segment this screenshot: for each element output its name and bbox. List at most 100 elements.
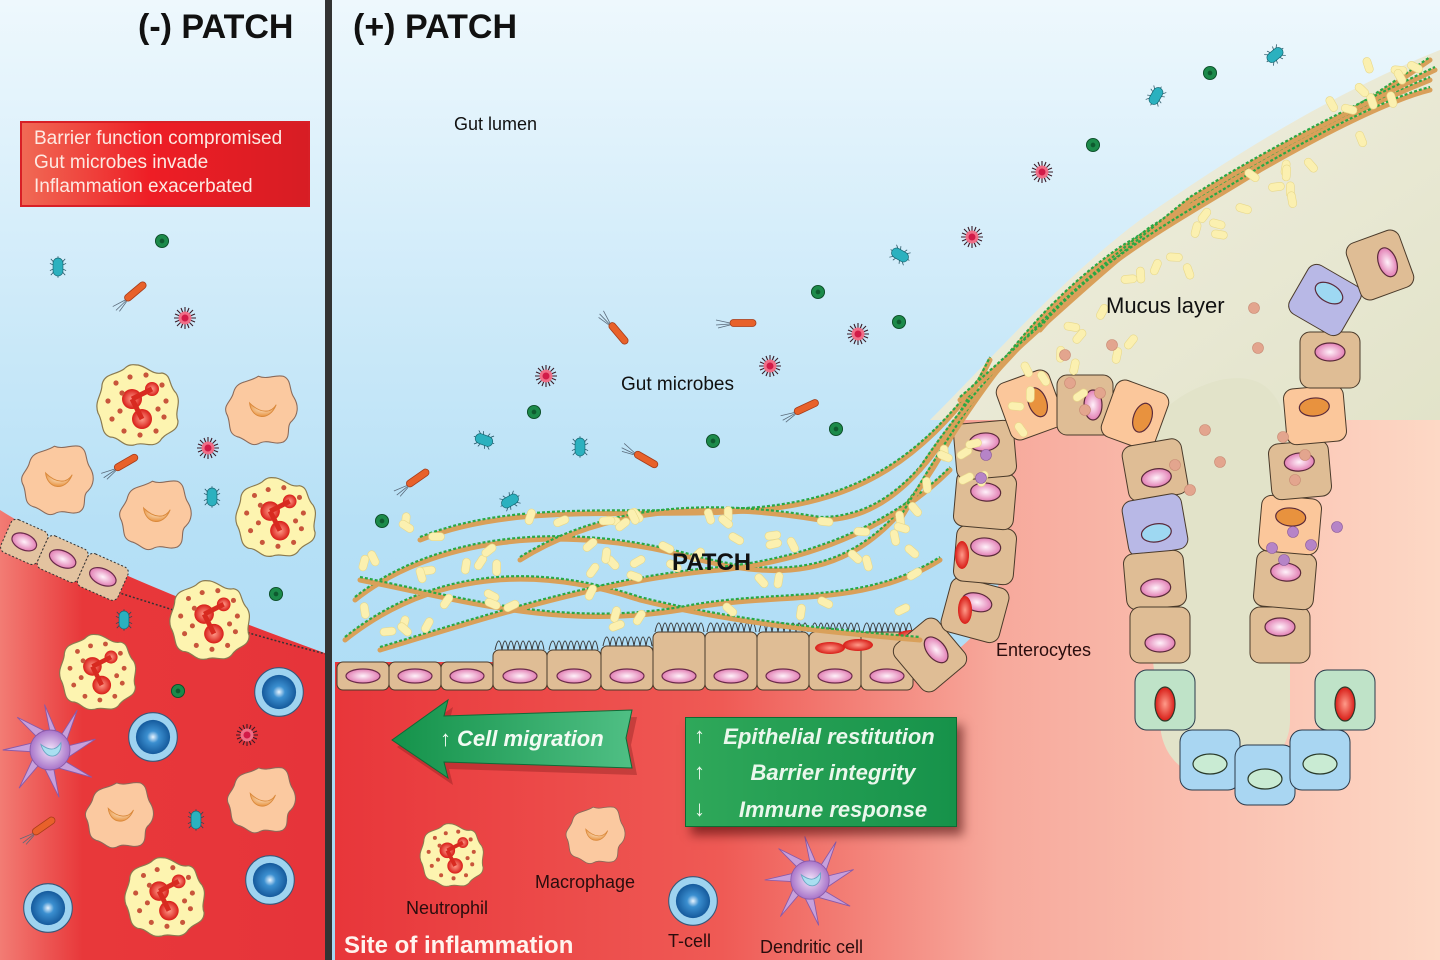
patch-particle bbox=[582, 538, 598, 552]
patch-particle bbox=[1287, 191, 1298, 208]
patch-particle bbox=[632, 609, 646, 626]
t-cell bbox=[668, 876, 718, 926]
patch-particle bbox=[492, 559, 501, 577]
crypt-cell bbox=[1345, 229, 1415, 301]
patch-particle bbox=[906, 567, 923, 581]
macrophage-cell bbox=[565, 806, 626, 864]
patch-particle bbox=[428, 532, 445, 541]
cell-nucleus bbox=[1302, 753, 1338, 775]
spiky-microbe bbox=[758, 354, 782, 378]
effects-box: ↑ Epithelial restitution ↑ Barrier integ… bbox=[685, 717, 957, 827]
coccus-microbe bbox=[268, 586, 284, 602]
left-epithelium-fragment bbox=[0, 518, 129, 601]
t-cell bbox=[128, 712, 178, 762]
patch-particle bbox=[958, 472, 975, 485]
patch-particle bbox=[904, 544, 920, 559]
neutrophil-label: Neutrophil bbox=[406, 898, 489, 918]
patch-particle bbox=[1235, 203, 1252, 215]
patch-particle bbox=[1111, 347, 1123, 364]
neutrophil-cell bbox=[236, 478, 316, 557]
microvilli bbox=[548, 640, 599, 651]
cell-migration-text: Cell migration bbox=[457, 726, 604, 751]
cell-nucleus bbox=[397, 668, 433, 684]
patch-particle bbox=[956, 446, 973, 460]
warning-line: Barrier function compromised bbox=[34, 128, 283, 149]
patch-particle bbox=[1014, 422, 1028, 438]
cell-nucleus bbox=[1314, 342, 1346, 362]
patch-particle bbox=[379, 626, 397, 637]
patch-particle bbox=[627, 508, 640, 525]
gut-microbes-label: Gut microbes bbox=[621, 374, 734, 395]
effect-row-epithelial-restitution: ↑ Epithelial restitution bbox=[686, 720, 958, 754]
cell-nucleus bbox=[817, 668, 853, 684]
patch-particle bbox=[1211, 229, 1228, 240]
patch-particle bbox=[847, 549, 863, 564]
patch-particle bbox=[1268, 182, 1285, 192]
cell-migration-arrow bbox=[391, 698, 637, 785]
patch-particle bbox=[1007, 401, 1025, 411]
patch-particle bbox=[1025, 386, 1035, 403]
macrophage-cell bbox=[225, 375, 298, 446]
patch-particle bbox=[626, 570, 643, 582]
spiky-microbe bbox=[846, 322, 870, 346]
patch-particle bbox=[553, 515, 570, 528]
patch-particle bbox=[1120, 274, 1138, 284]
patch-particle bbox=[894, 603, 911, 616]
microvilli bbox=[494, 640, 545, 651]
patch-particle bbox=[1355, 131, 1367, 148]
warning-box: Barrier function compromised Gut microbe… bbox=[20, 121, 310, 207]
dendritic-cell-label: Dendritic cell bbox=[760, 937, 864, 957]
patch-label: PATCH bbox=[672, 549, 752, 576]
up-arrow-icon: ↑ bbox=[440, 726, 451, 751]
patch-particle bbox=[608, 620, 625, 632]
patch-particle bbox=[1209, 218, 1226, 230]
coccus-microbe bbox=[891, 314, 907, 330]
right-panel-title: (+) PATCH bbox=[353, 8, 518, 46]
patch-particle bbox=[1124, 334, 1138, 350]
patch-particle bbox=[893, 522, 911, 534]
coccus-microbe bbox=[705, 433, 721, 449]
secretory-granule bbox=[1305, 539, 1317, 551]
patch-particle bbox=[1136, 266, 1146, 284]
t-cell bbox=[254, 667, 304, 717]
patch-particle bbox=[1281, 164, 1292, 182]
neutrophil-cell bbox=[418, 821, 486, 889]
mucus-granule bbox=[1106, 339, 1118, 351]
spiky-microbe bbox=[960, 225, 984, 249]
macrophage-label: Macrophage bbox=[535, 872, 636, 892]
patch-particle bbox=[598, 516, 616, 526]
patch-particle bbox=[586, 562, 600, 578]
secretory-granule bbox=[1266, 542, 1278, 554]
cell-migration-label: ↑Cell migration bbox=[440, 726, 604, 752]
spiky-microbe bbox=[534, 364, 558, 388]
microvilli bbox=[602, 636, 653, 647]
cell-nucleus bbox=[1192, 753, 1228, 775]
patch-particle bbox=[816, 516, 834, 527]
cell-nucleus bbox=[1334, 686, 1356, 722]
mucus-granule bbox=[1214, 456, 1226, 468]
t-cell bbox=[245, 855, 295, 905]
crypt-cell bbox=[1100, 379, 1170, 451]
cell-nucleus bbox=[970, 537, 1002, 557]
patch-particle bbox=[754, 573, 769, 588]
patch-particle bbox=[1166, 252, 1183, 262]
patch-particle bbox=[481, 543, 497, 558]
patch-particle bbox=[367, 550, 380, 567]
patch-particle bbox=[1407, 61, 1423, 74]
secretory-granule bbox=[1278, 554, 1290, 566]
t-cell bbox=[23, 883, 73, 933]
cell-nucleus bbox=[1264, 617, 1296, 637]
effect-text: Epithelial restitution bbox=[723, 724, 935, 749]
neutrophil-cell bbox=[125, 858, 205, 937]
patch-particle bbox=[862, 554, 873, 572]
cell-nucleus bbox=[1132, 402, 1154, 433]
patch-fiber-green bbox=[419, 376, 981, 539]
cell-nucleus bbox=[1314, 281, 1344, 305]
cell-nucleus bbox=[713, 668, 749, 684]
effect-text: Immune response bbox=[738, 797, 928, 822]
crypt-cell bbox=[1299, 331, 1361, 389]
secretory-granule bbox=[1331, 521, 1343, 533]
cell-nucleus bbox=[1298, 397, 1330, 417]
enterocytes-label: Enterocytes bbox=[996, 640, 1092, 660]
